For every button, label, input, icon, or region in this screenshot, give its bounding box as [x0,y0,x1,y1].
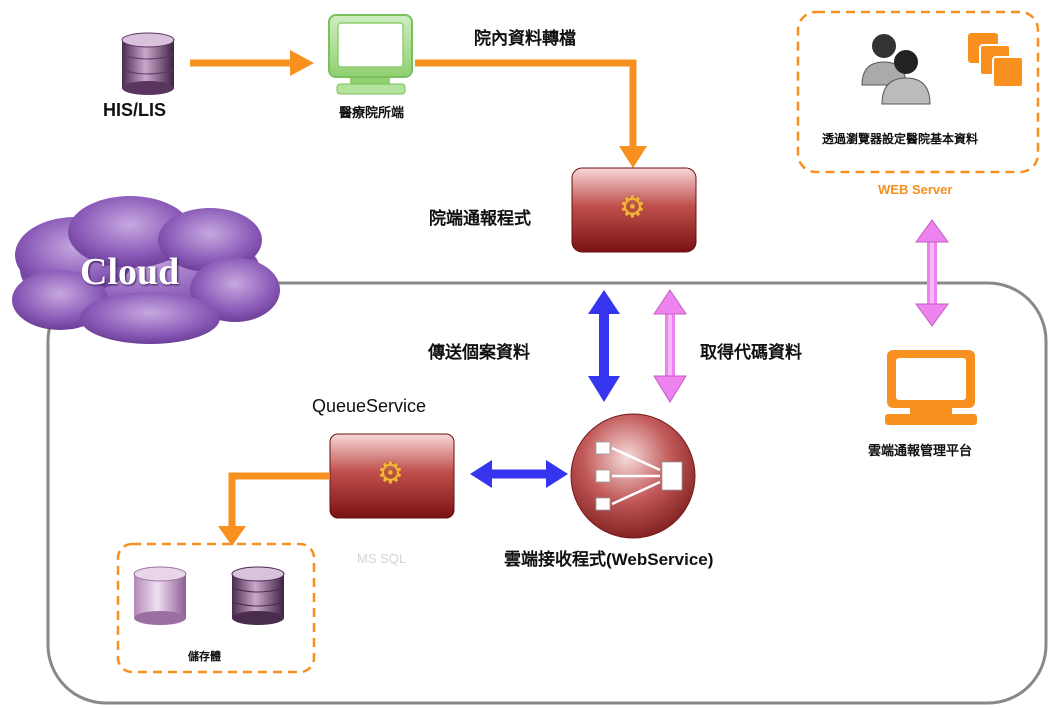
cloud-receiver-label: 雲端接收程式(WebService) [504,550,714,569]
hospital-terminal-icon [328,14,413,95]
his-lis-label: HIS/LIS [103,100,167,120]
arrow-terminal-to-program [415,59,647,168]
cloud-boundary [46,281,1048,705]
arrow-his-to-terminal [190,50,314,76]
arrow-queue-to-storage [218,472,330,546]
hospital-program-box [571,167,697,253]
cloud-label: Cloud [80,251,180,293]
arrow-webserver-platform [915,219,949,327]
management-platform-label: 雲端通報管理平台 [868,443,973,458]
arrow-get-code-data [653,289,687,403]
gear-icon: ⚙ [619,191,646,224]
users-icon [861,34,931,105]
internal-transfer-label: 院內資料轉檔 [474,29,576,48]
webservice-icon [570,413,696,539]
storage-box [116,542,316,674]
storage-database-icon-1 [133,566,187,625]
arrow-send-case-data [588,290,620,402]
web-server-box [796,10,1040,174]
storage-database-icon-2 [231,566,285,625]
queue-service-label: QueueService [312,396,427,416]
cloud-shape [12,196,280,344]
ms-sql-label: MS SQL [357,551,407,566]
hospital-terminal-label: 醫療院所端 [339,105,405,120]
pages-icon [968,33,1024,88]
management-platform-icon [885,350,977,425]
hospital-program-label: 院端通報程式 [429,209,531,228]
storage-label: 儲存體 [188,651,221,663]
gear-icon: ⚙ [377,457,404,490]
send-case-data-label: 傳送個案資料 [428,343,530,362]
browser-setup-label: 透過瀏覽器設定醫院基本資料 [822,132,979,146]
his-lis-database-icon [121,32,175,95]
arrow-queue-webservice [470,460,568,488]
web-server-label: WEB Server [878,182,953,197]
get-code-data-label: 取得代碼資料 [700,343,802,362]
